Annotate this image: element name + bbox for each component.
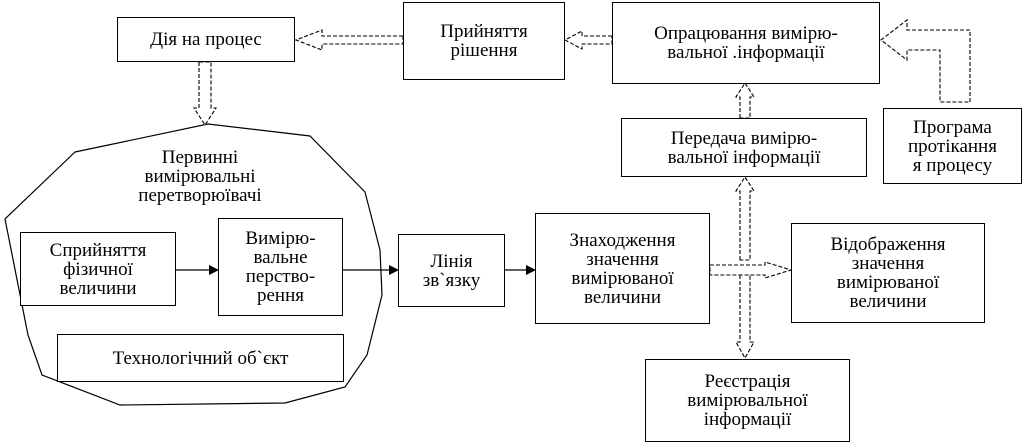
comm-line-label: Лінія зв`язку <box>422 250 481 291</box>
decision-block: Прийняття рішення <box>403 2 565 80</box>
perception-label: Сприйняття фізичної величини <box>49 239 147 299</box>
registration-block: Реєстрація вимірювальної інформації <box>645 359 850 442</box>
hollow-arrow-decision-to-action <box>294 29 404 51</box>
tech-object-block: Технологічний об`єкт <box>57 334 344 382</box>
hollow-arrow-program-to-processing <box>880 18 971 103</box>
perception-block: Сприйняття фізичної величини <box>20 232 176 306</box>
transmission-label: Передача вимірю- вальної інформації <box>667 127 821 168</box>
program-label: Програма протікання я процесу <box>908 116 997 176</box>
display-value-label: Відображення значення вимірюваної величи… <box>830 234 946 312</box>
display-value-block: Відображення значення вимірюваної величи… <box>791 223 985 323</box>
measuring-conversion-label: Вимірю- вальне перство- рення <box>245 228 316 306</box>
program-block: Програма протікання я процесу <box>883 108 1022 184</box>
finding-value-block: Знаходження значення вимірюваної величин… <box>535 213 710 324</box>
hollow-arrow-processing-to-decision <box>563 30 613 50</box>
registration-label: Реєстрація вимірювальної інформації <box>687 371 808 430</box>
decision-label: Прийняття рішення <box>440 21 528 61</box>
processing-block: Опрацювання вимірю- вальної .інформації <box>612 2 880 84</box>
primary-converters-outline <box>4 123 383 406</box>
finding-value-label: Знаходження значення вимірюваної величин… <box>569 229 676 308</box>
primary-converters-label: Первинні вимірювальні перетворюївачі <box>138 147 262 206</box>
hollow-arrow-finding-to-transmission <box>734 175 756 261</box>
tech-object-label: Технологічний об`єкт <box>112 347 289 369</box>
hollow-arrow-finding-to-registration <box>735 274 755 360</box>
hollow-arrow-transmission-to-processing <box>734 81 756 119</box>
process-action-label: Дія на процес <box>150 29 262 50</box>
hollow-arrow-action-to-converters <box>192 61 218 127</box>
measuring-conversion-block: Вимірю- вальне перство- рення <box>218 218 343 316</box>
processing-label: Опрацювання вимірю- вальної .інформації <box>654 23 838 63</box>
comm-line-block: Лінія зв`язку <box>398 234 505 307</box>
transmission-block: Передача вимірю- вальної інформації <box>621 118 867 177</box>
hollow-arrow-finding-to-display <box>709 261 793 279</box>
process-action-block: Дія на процес <box>117 17 295 62</box>
